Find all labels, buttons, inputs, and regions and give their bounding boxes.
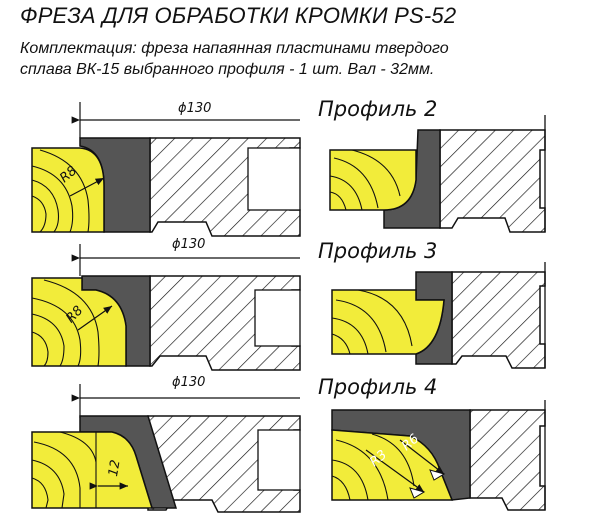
diameter-label: ϕ130 <box>172 375 205 390</box>
cutter-body <box>469 409 546 511</box>
profile-4-label: Профиль 4 <box>318 375 437 399</box>
arbor-slot <box>257 429 301 491</box>
profile-3-right-drawing: Профиль 3 <box>318 239 546 369</box>
wood-workpiece <box>331 429 454 501</box>
profile-4-left-drawing: ϕ130 12 <box>31 375 301 513</box>
page-title: ФРЕЗА ДЛЯ ОБРАБОТКИ КРОМКИ PS-52 <box>20 3 457 28</box>
wood-workpiece <box>31 277 127 367</box>
wood-workpiece <box>31 147 105 233</box>
profile-2-left-drawing: ϕ130 R8 <box>31 101 301 237</box>
cutter-body <box>439 129 546 233</box>
cutter-body <box>451 271 546 369</box>
page-subtitle: Комплектация: фреза напаянная пластинами… <box>20 38 590 80</box>
diameter-label: ϕ130 <box>172 237 205 252</box>
subtitle-line-1: Комплектация: фреза напаянная пластинами… <box>20 40 449 57</box>
profile-2-right-drawing: Профиль 2 <box>318 97 546 233</box>
wood-workpiece <box>331 289 445 355</box>
arbor-slot <box>247 147 301 211</box>
profile-3-label: Профиль 3 <box>318 239 437 263</box>
diameter-label: ϕ130 <box>178 101 211 116</box>
arbor-slot <box>254 289 301 347</box>
width-label: 12 <box>106 459 124 478</box>
profile-4-right-drawing: Профиль 4 R3 R6 <box>318 375 546 511</box>
profile-2-label: Профиль 2 <box>318 97 437 121</box>
subtitle-line-2: сплава ВК-15 выбранного профиля - 1 шт. … <box>20 61 435 78</box>
profile-3-left-drawing: ϕ130 R8 <box>31 237 301 371</box>
